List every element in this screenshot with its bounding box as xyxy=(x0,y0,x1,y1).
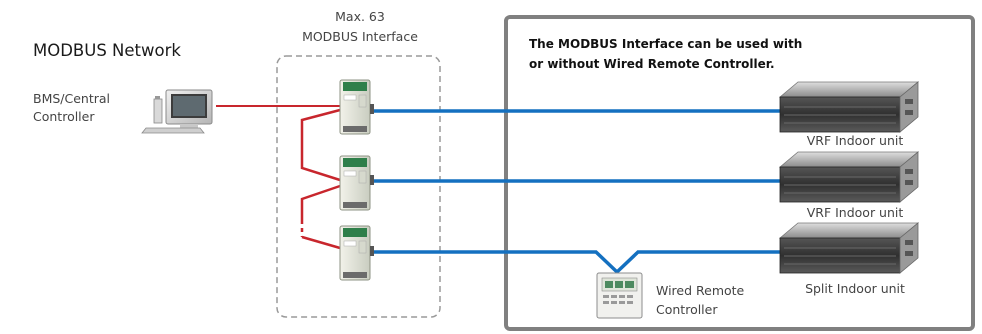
indoor-unit-icon-1 xyxy=(778,81,920,133)
indoor-unit-label-3: Split Indoor unit xyxy=(805,281,905,296)
indoor-unit-label-2: VRF Indoor unit xyxy=(806,205,904,220)
unit-line-3 xyxy=(373,250,780,275)
note-line1: The MODBUS Interface can be used with xyxy=(529,37,803,51)
network-chain-1 xyxy=(300,108,341,182)
wired-remote-icon xyxy=(596,272,643,319)
modbus-interface-device-2 xyxy=(339,155,374,211)
indoor-unit-label-1: VRF Indoor unit xyxy=(806,133,904,148)
network-chain-3 xyxy=(301,235,341,250)
computer-icon xyxy=(141,89,213,134)
wired-remote-label-line1: Wired Remote xyxy=(656,283,745,298)
indoor-side-box xyxy=(504,15,975,331)
bms-controller-label-line1: BMS/Central xyxy=(33,91,111,106)
network-chain-2 xyxy=(300,184,341,220)
interface-count-label: Max. 63 xyxy=(335,9,385,24)
interface-group-box xyxy=(276,55,441,318)
wired-remote-label-line2: Controller xyxy=(656,302,718,317)
diagram-title: MODBUS Network xyxy=(33,41,181,60)
interface-name-label: MODBUS Interface xyxy=(302,29,418,44)
indoor-unit-icon-2 xyxy=(778,151,920,203)
modbus-interface-device-3 xyxy=(339,225,374,281)
bms-controller-label-line2: Controller xyxy=(33,109,95,124)
note-line2: or without Wired Remote Controller. xyxy=(529,57,775,71)
modbus-interface-device-1 xyxy=(339,79,374,135)
indoor-unit-icon-3 xyxy=(778,222,920,274)
